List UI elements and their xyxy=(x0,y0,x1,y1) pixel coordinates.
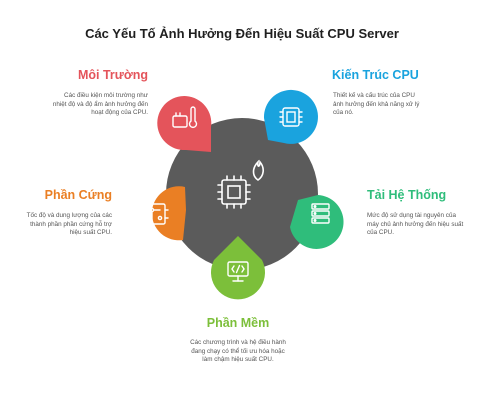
environment-title: Môi Trường xyxy=(77,68,148,82)
page-title: Các Yếu Tố Ảnh Hưởng Đến Hiệu Suất CPU S… xyxy=(85,26,399,41)
environment-description: Các điều kiện môi trường như nhiệt độ và… xyxy=(52,92,148,117)
software-node xyxy=(211,236,265,300)
architecture-title: Kiến Trúc CPU xyxy=(332,68,419,82)
workload-node xyxy=(290,195,344,249)
circuit-board-icon xyxy=(143,203,169,225)
environment-node xyxy=(157,96,212,152)
architecture-node xyxy=(263,89,318,144)
code-monitor-icon xyxy=(227,261,249,282)
cpu-chip-icon xyxy=(279,107,303,127)
workload-title: Tải Hệ Thống xyxy=(367,188,447,202)
hardware-title: Phần Cứng xyxy=(44,188,112,202)
thermometer-icon xyxy=(172,106,198,129)
hardware-node xyxy=(143,186,186,241)
hardware-description: Tốc độ và dung lượng của các thành phần … xyxy=(26,212,112,237)
software-title: Phần Mềm xyxy=(206,316,270,330)
architecture-description: Thiết kế và cấu trúc của CPU ảnh hưởng đ… xyxy=(333,92,420,117)
hub-circle xyxy=(166,118,318,270)
cpu-flame-icon xyxy=(217,159,264,209)
software-description: Các chương trình và hệ điều hành đang ch… xyxy=(190,339,286,364)
workload-description: Mức độ sử dụng tài nguyên của máy chủ ản… xyxy=(367,212,464,237)
server-stack-icon xyxy=(311,203,330,224)
